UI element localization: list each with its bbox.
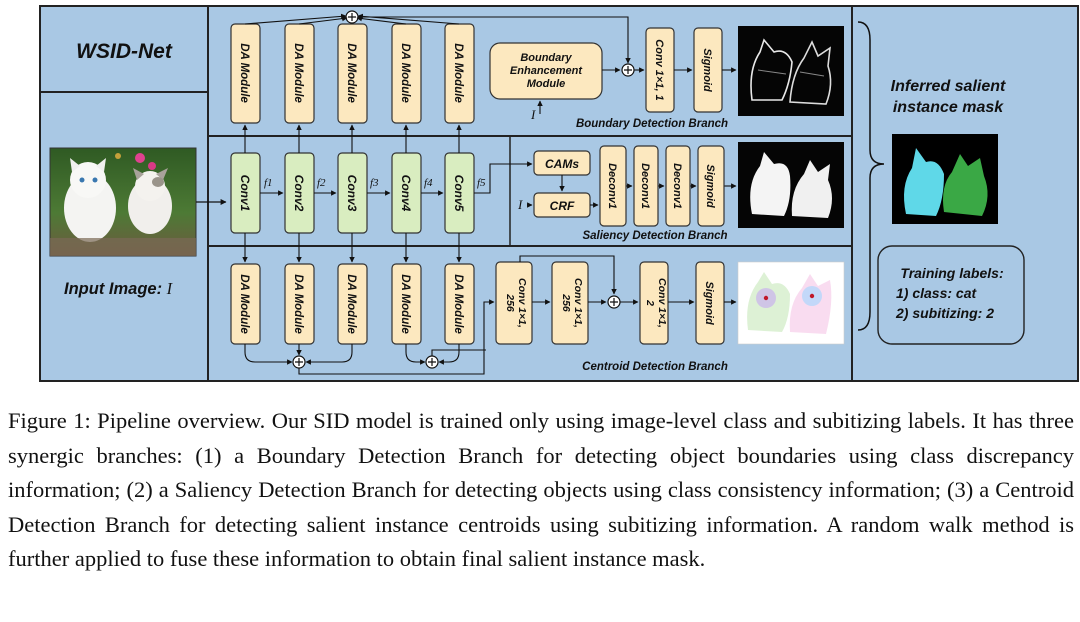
da-module-top-5	[444, 23, 475, 124]
da-module-top-3	[337, 23, 368, 124]
saliency-sigmoid-label: Sigmoid	[704, 164, 716, 208]
inferred-mask	[892, 134, 998, 224]
deconv-label: Deconv1	[606, 163, 618, 209]
centroid-conv-a	[495, 261, 533, 345]
boundary-conv-label: Conv 1×1, 1	[653, 39, 665, 100]
boundary-sigmoid-label: Sigmoid	[701, 48, 713, 92]
da-label: DA Module	[452, 43, 464, 103]
training-labels-line2: 2) subitizing: 2	[895, 305, 994, 321]
saliency-sigmoid	[697, 145, 725, 227]
title: WSID-Net	[76, 40, 173, 63]
conv-label: Conv5	[452, 175, 466, 212]
centroid-sigmoid	[695, 261, 725, 345]
deconv-1	[599, 145, 627, 227]
training-labels-heading: Training labels:	[900, 265, 1003, 281]
input-photo	[49, 147, 197, 257]
da-label: DA Module	[292, 43, 304, 103]
input-label: Input Image: I	[64, 279, 174, 298]
da-label: DA Module	[399, 43, 411, 103]
da-label: DA Module	[292, 274, 304, 334]
deconv-label: Deconv1	[639, 163, 651, 209]
feature-label: f5	[477, 177, 486, 189]
top-da-modules: DA Module DA Module DA Module DA Module …	[230, 23, 475, 124]
saliency-branch-label: Saliency Detection Branch	[582, 230, 727, 242]
saliency-output-map	[738, 142, 844, 228]
crf-input: I	[517, 197, 523, 212]
training-labels-line1: 1) class: cat	[896, 285, 977, 301]
deconv-label: Deconv1	[671, 163, 683, 209]
boundary-enhancement-module	[489, 42, 603, 100]
pipeline-diagram: WSID-Net Input Image: I DA Module DA Mod…	[39, 5, 1079, 382]
deconv-2	[633, 145, 659, 227]
conv-label: Conv4	[399, 175, 413, 212]
training-labels-box	[877, 245, 1025, 345]
feature-label: f4	[424, 177, 433, 189]
figure-caption: Figure 1: Pipeline overview. Our SID mod…	[8, 408, 1074, 571]
conv-label: Conv2	[292, 175, 306, 212]
da-label: DA Module	[452, 274, 464, 334]
centroid-branch-label: Centroid Detection Branch	[582, 361, 728, 373]
da-label: DA Module	[238, 274, 250, 334]
da-label: DA Module	[238, 43, 250, 103]
centroid-output-map	[737, 261, 845, 345]
centroid-conv-b	[551, 261, 589, 345]
conv-label: Conv3	[345, 175, 359, 212]
feature-label: f3	[370, 177, 379, 189]
centroid-conv-c-label: Conv 1×1,2	[644, 278, 668, 328]
conv-label: Conv1	[238, 175, 252, 212]
conv-backbone: Conv1 Conv2 Conv3 Conv4 Conv5	[230, 152, 475, 234]
centroid-sigmoid-label: Sigmoid	[703, 281, 715, 325]
boundary-output-map	[738, 26, 844, 116]
da-label: DA Module	[345, 43, 357, 103]
centroid-conv-b-label: Conv 1×1,256	[560, 278, 584, 328]
centroid-conv-c	[639, 261, 669, 345]
da-label: DA Module	[399, 274, 411, 334]
bottom-da-modules: DA Module DA Module DA Module DA Module …	[230, 263, 475, 345]
deconv-3	[665, 145, 691, 227]
cams-label: CAMs	[545, 157, 579, 171]
crf-label: CRF	[550, 199, 575, 213]
boundary-enhancement-input: I	[530, 107, 536, 122]
da-module-top-4	[391, 23, 422, 124]
feature-label: f2	[317, 177, 326, 189]
boundary-branch-label: Boundary Detection Branch	[576, 118, 728, 130]
feature-label: f1	[264, 177, 273, 189]
centroid-conv-a-label: Conv 1×1,256	[504, 278, 528, 328]
right-brace	[857, 21, 885, 331]
da-label: DA Module	[345, 274, 357, 334]
